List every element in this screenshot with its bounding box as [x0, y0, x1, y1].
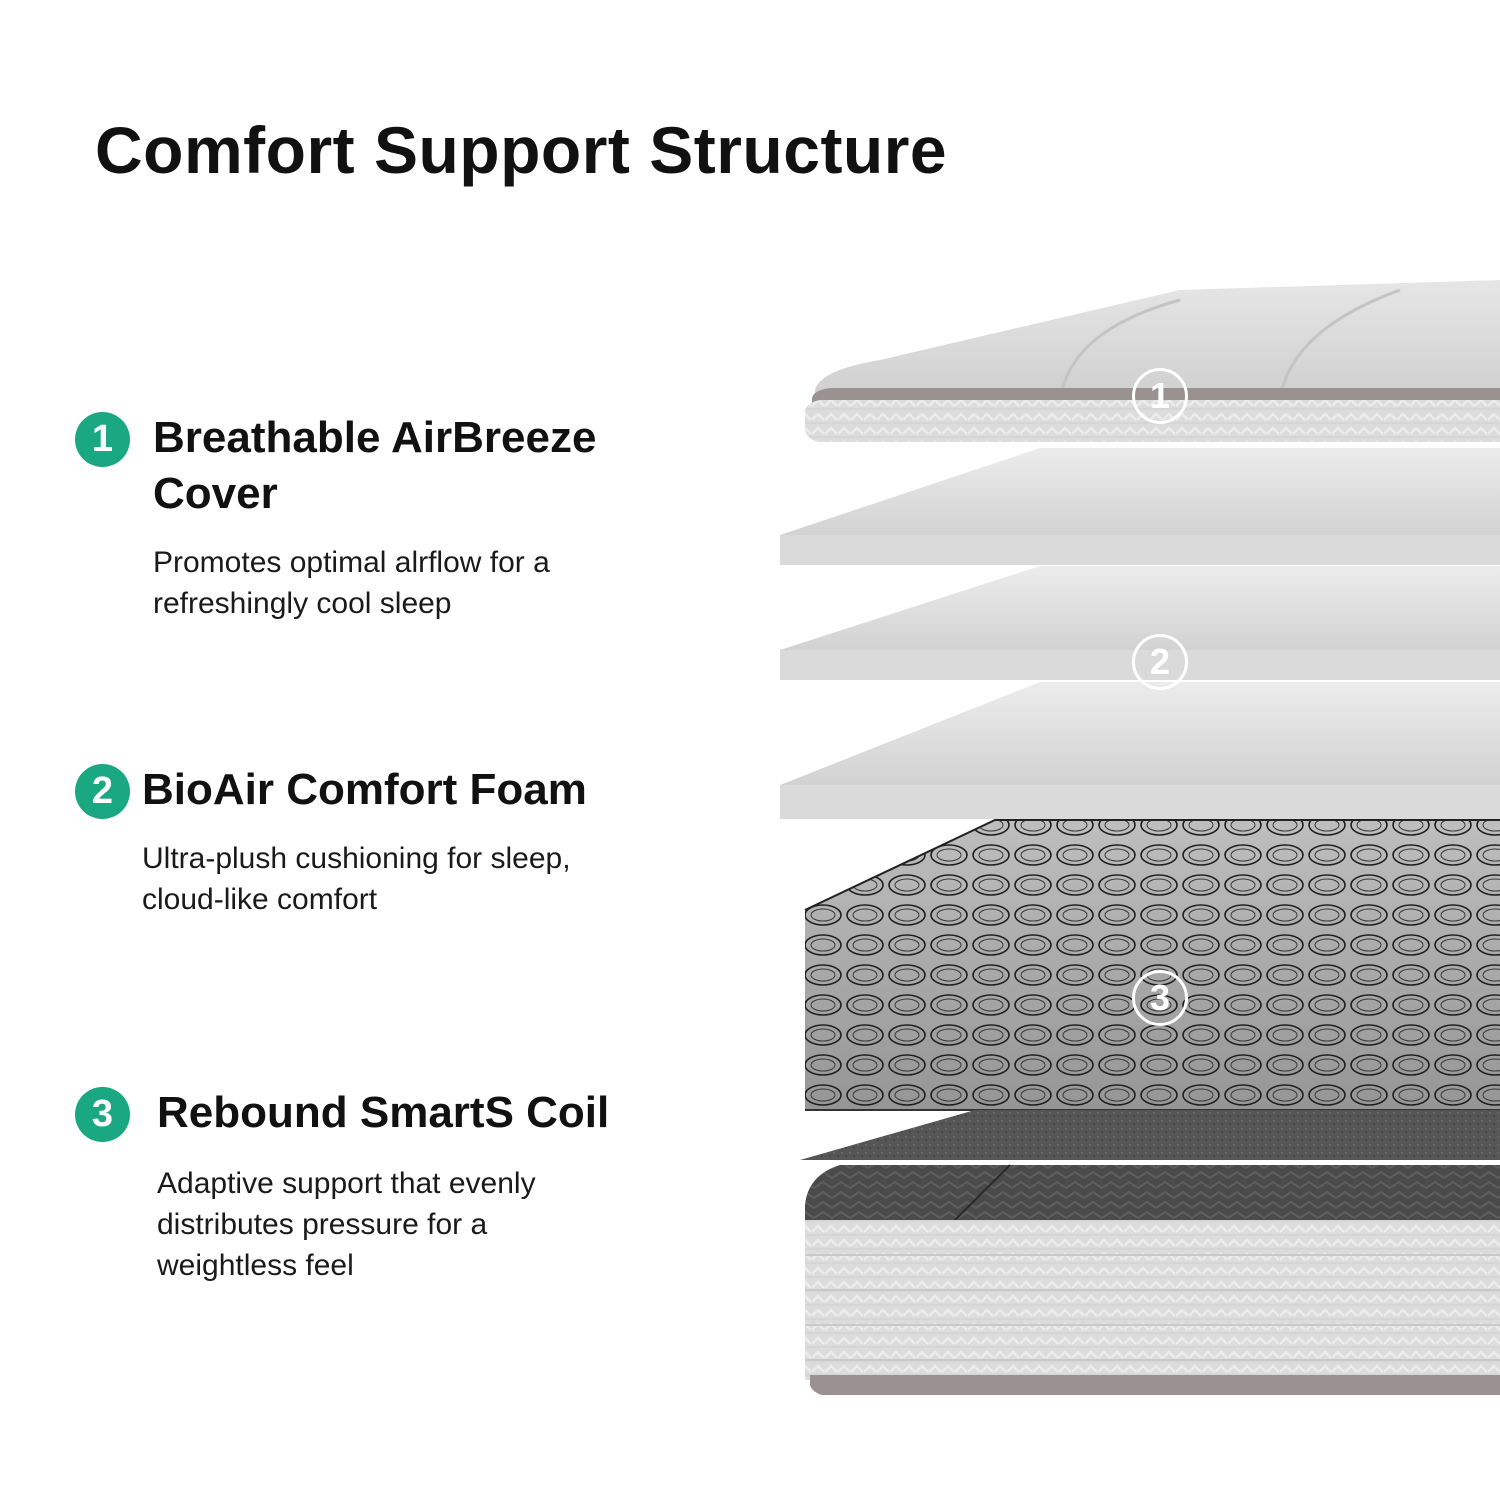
mattress-base	[805, 1164, 1500, 1395]
coil-layer	[804, 819, 1500, 1111]
feature-description-line: refreshingly cool sleep	[153, 587, 452, 620]
feature-title-line: Breathable AirBreeze	[153, 413, 597, 462]
mattress-exploded-view	[780, 280, 1500, 1395]
feature-description-line: Ultra-plush cushioning for sleep,	[142, 842, 571, 875]
mattress-layers-illustration: 1 2 3	[760, 270, 1500, 1410]
feature-description-line: weightless feel	[157, 1249, 354, 1282]
number-badge-3: 3	[75, 1087, 130, 1142]
foam-layers	[780, 448, 1500, 819]
feature-title-line: Rebound SmartS Coil	[157, 1088, 610, 1137]
feature-title: Rebound SmartS Coil	[157, 1085, 609, 1141]
layer-label-2: 2	[1132, 634, 1188, 690]
layer-label-3: 3	[1132, 970, 1188, 1026]
feature-title: BioAir Comfort Foam	[142, 762, 587, 818]
feature-title: Breathable AirBreeze Cover	[153, 410, 596, 522]
number-badge-1: 1	[75, 412, 130, 467]
feature-description-line: cloud-like comfort	[142, 883, 378, 916]
feature-description: Adaptive support that evenly distributes…	[157, 1163, 536, 1286]
feature-description: Ultra-plush cushioning for sleep, cloud-…	[142, 838, 571, 920]
page-title: Comfort Support Structure	[95, 113, 948, 187]
feature-description-line: Adaptive support that evenly	[157, 1167, 536, 1200]
feature-description-line: distributes pressure for a	[157, 1208, 488, 1241]
felt-pad	[800, 1110, 1500, 1160]
feature-description-line: Promotes optimal alrflow for a	[153, 546, 550, 579]
feature-title-line: BioAir Comfort Foam	[142, 765, 587, 814]
feature-title-line: Cover	[153, 469, 278, 518]
feature-description: Promotes optimal alrflow for a refreshin…	[153, 542, 550, 624]
layer-label-1: 1	[1132, 368, 1188, 424]
number-badge-2: 2	[75, 764, 130, 819]
